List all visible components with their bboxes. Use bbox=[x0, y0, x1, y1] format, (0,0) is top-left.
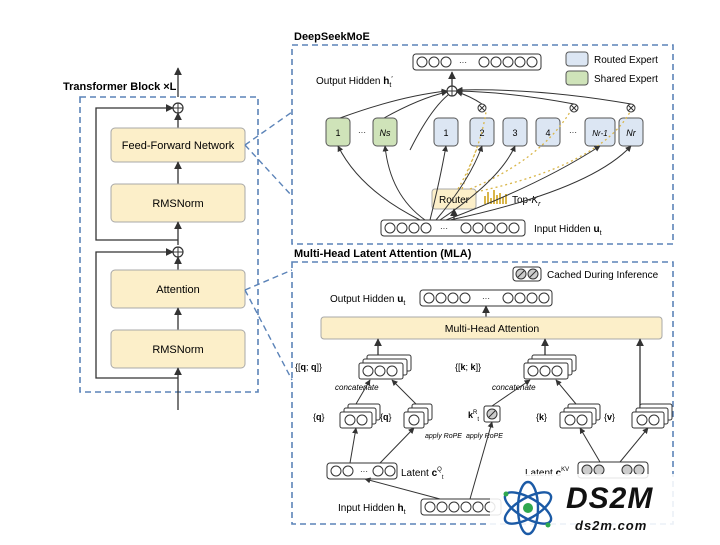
q-apply-rope: apply RoPE bbox=[425, 433, 462, 440]
zoom-line-moe-bottom bbox=[244, 144, 293, 197]
transformer-block: Transformer Block ×L Feed-Forward Networ… bbox=[63, 67, 293, 410]
svg-text:···: ··· bbox=[459, 58, 467, 67]
moe-output-vector: ··· bbox=[412, 53, 542, 71]
atom-logo-icon bbox=[503, 480, 553, 536]
k-concat-label: {[k; k]} bbox=[455, 362, 481, 372]
rmsnorm-bottom-label: RMSNorm bbox=[152, 344, 203, 356]
k-concatenate: concatenate bbox=[492, 383, 536, 392]
svg-text:1: 1 bbox=[443, 128, 448, 138]
attention-label: Attention bbox=[156, 284, 199, 296]
moe-frame bbox=[291, 44, 674, 245]
ffn-label: Feed-Forward Network bbox=[122, 140, 235, 152]
mla: Multi-Head Latent Attention (MLA) Cached… bbox=[291, 248, 674, 525]
moe-title: DeepSeekMoE bbox=[294, 31, 370, 43]
mla-title: Multi-Head Latent Attention (MLA) bbox=[294, 248, 472, 260]
cached-label: Cached During Inference bbox=[547, 270, 659, 281]
latent-kv-label: Latent cKV bbox=[525, 467, 569, 479]
deepseek-moe: DeepSeekMoE Routed Expert Shared Expert … bbox=[291, 31, 674, 245]
watermark-url: ds2m.com bbox=[575, 518, 647, 533]
qc-label: {q} bbox=[313, 412, 325, 422]
svg-text:···: ··· bbox=[482, 294, 490, 303]
moe-input-vector: ··· bbox=[380, 219, 526, 237]
mla-output-vector: ··· bbox=[419, 289, 553, 307]
transformer-title: Transformer Block ×L bbox=[63, 81, 177, 93]
svg-text:Nr-1: Nr-1 bbox=[592, 129, 607, 138]
routed-expert-4 bbox=[535, 117, 561, 147]
zoom-line-moe-top bbox=[244, 111, 293, 146]
q-concat-label: {[q; q]} bbox=[295, 362, 322, 372]
watermark-logo: DS2M ds2m.com bbox=[490, 474, 720, 540]
vc-label: {v} bbox=[604, 412, 615, 422]
svg-text:4: 4 bbox=[545, 128, 550, 138]
mla-input-vector bbox=[420, 498, 502, 516]
legend-shared-label: Shared Expert bbox=[594, 74, 658, 85]
legend-routed-label: Routed Expert bbox=[594, 55, 658, 66]
svg-text:1: 1 bbox=[335, 128, 340, 138]
svg-text:···: ··· bbox=[358, 128, 366, 137]
zoom-line-mla-top bbox=[244, 269, 293, 291]
svg-text:Ns: Ns bbox=[380, 128, 391, 138]
watermark-logo-text: DS2M bbox=[566, 482, 653, 515]
mha-block bbox=[320, 316, 663, 340]
kc-label: {k} bbox=[536, 412, 547, 422]
svg-text:···: ··· bbox=[360, 467, 368, 476]
legend-shared-swatch bbox=[565, 70, 589, 86]
svg-text:Nr: Nr bbox=[626, 128, 636, 138]
qc-stack bbox=[339, 403, 381, 429]
mla-frame bbox=[291, 261, 674, 525]
latent-q-label: Latent cQt bbox=[401, 467, 444, 481]
moe-input-label: Input Hidden ut bbox=[534, 224, 602, 237]
zoom-line-mla-bottom bbox=[244, 289, 293, 381]
transformer-frame bbox=[79, 96, 259, 393]
svg-text:···: ··· bbox=[440, 224, 448, 233]
topk-label: Top-Kr bbox=[512, 195, 541, 208]
gate-multipliers bbox=[477, 103, 636, 113]
rmsnorm-top-label: RMSNorm bbox=[152, 198, 203, 210]
vc-stack bbox=[631, 403, 673, 429]
svg-text:Router: Router bbox=[439, 195, 470, 206]
kr-cached-cell bbox=[483, 405, 501, 423]
svg-text:Multi-Head Attention: Multi-Head Attention bbox=[445, 323, 540, 335]
qr-stack bbox=[403, 403, 433, 429]
cached-legend-icon bbox=[512, 266, 542, 282]
mla-output-label: Output Hidden ut bbox=[330, 294, 405, 307]
mla-input-label: Input Hidden ht bbox=[338, 503, 406, 516]
q-concat-stack bbox=[358, 354, 412, 380]
moe-output-label: Output Hidden ht′ bbox=[316, 76, 393, 89]
k-apply-rope: apply RoPE bbox=[466, 433, 503, 440]
kc-stack bbox=[559, 403, 601, 429]
qr-label: {q} bbox=[380, 412, 392, 422]
kr-label: kRt bbox=[468, 410, 479, 423]
q-concatenate: concatenate bbox=[335, 383, 379, 392]
svg-text:3: 3 bbox=[512, 128, 517, 138]
legend-routed-swatch bbox=[565, 51, 589, 67]
latent-q-vector: ··· bbox=[326, 462, 398, 480]
k-concat-stack bbox=[523, 354, 577, 380]
svg-text:···: ··· bbox=[569, 128, 577, 137]
